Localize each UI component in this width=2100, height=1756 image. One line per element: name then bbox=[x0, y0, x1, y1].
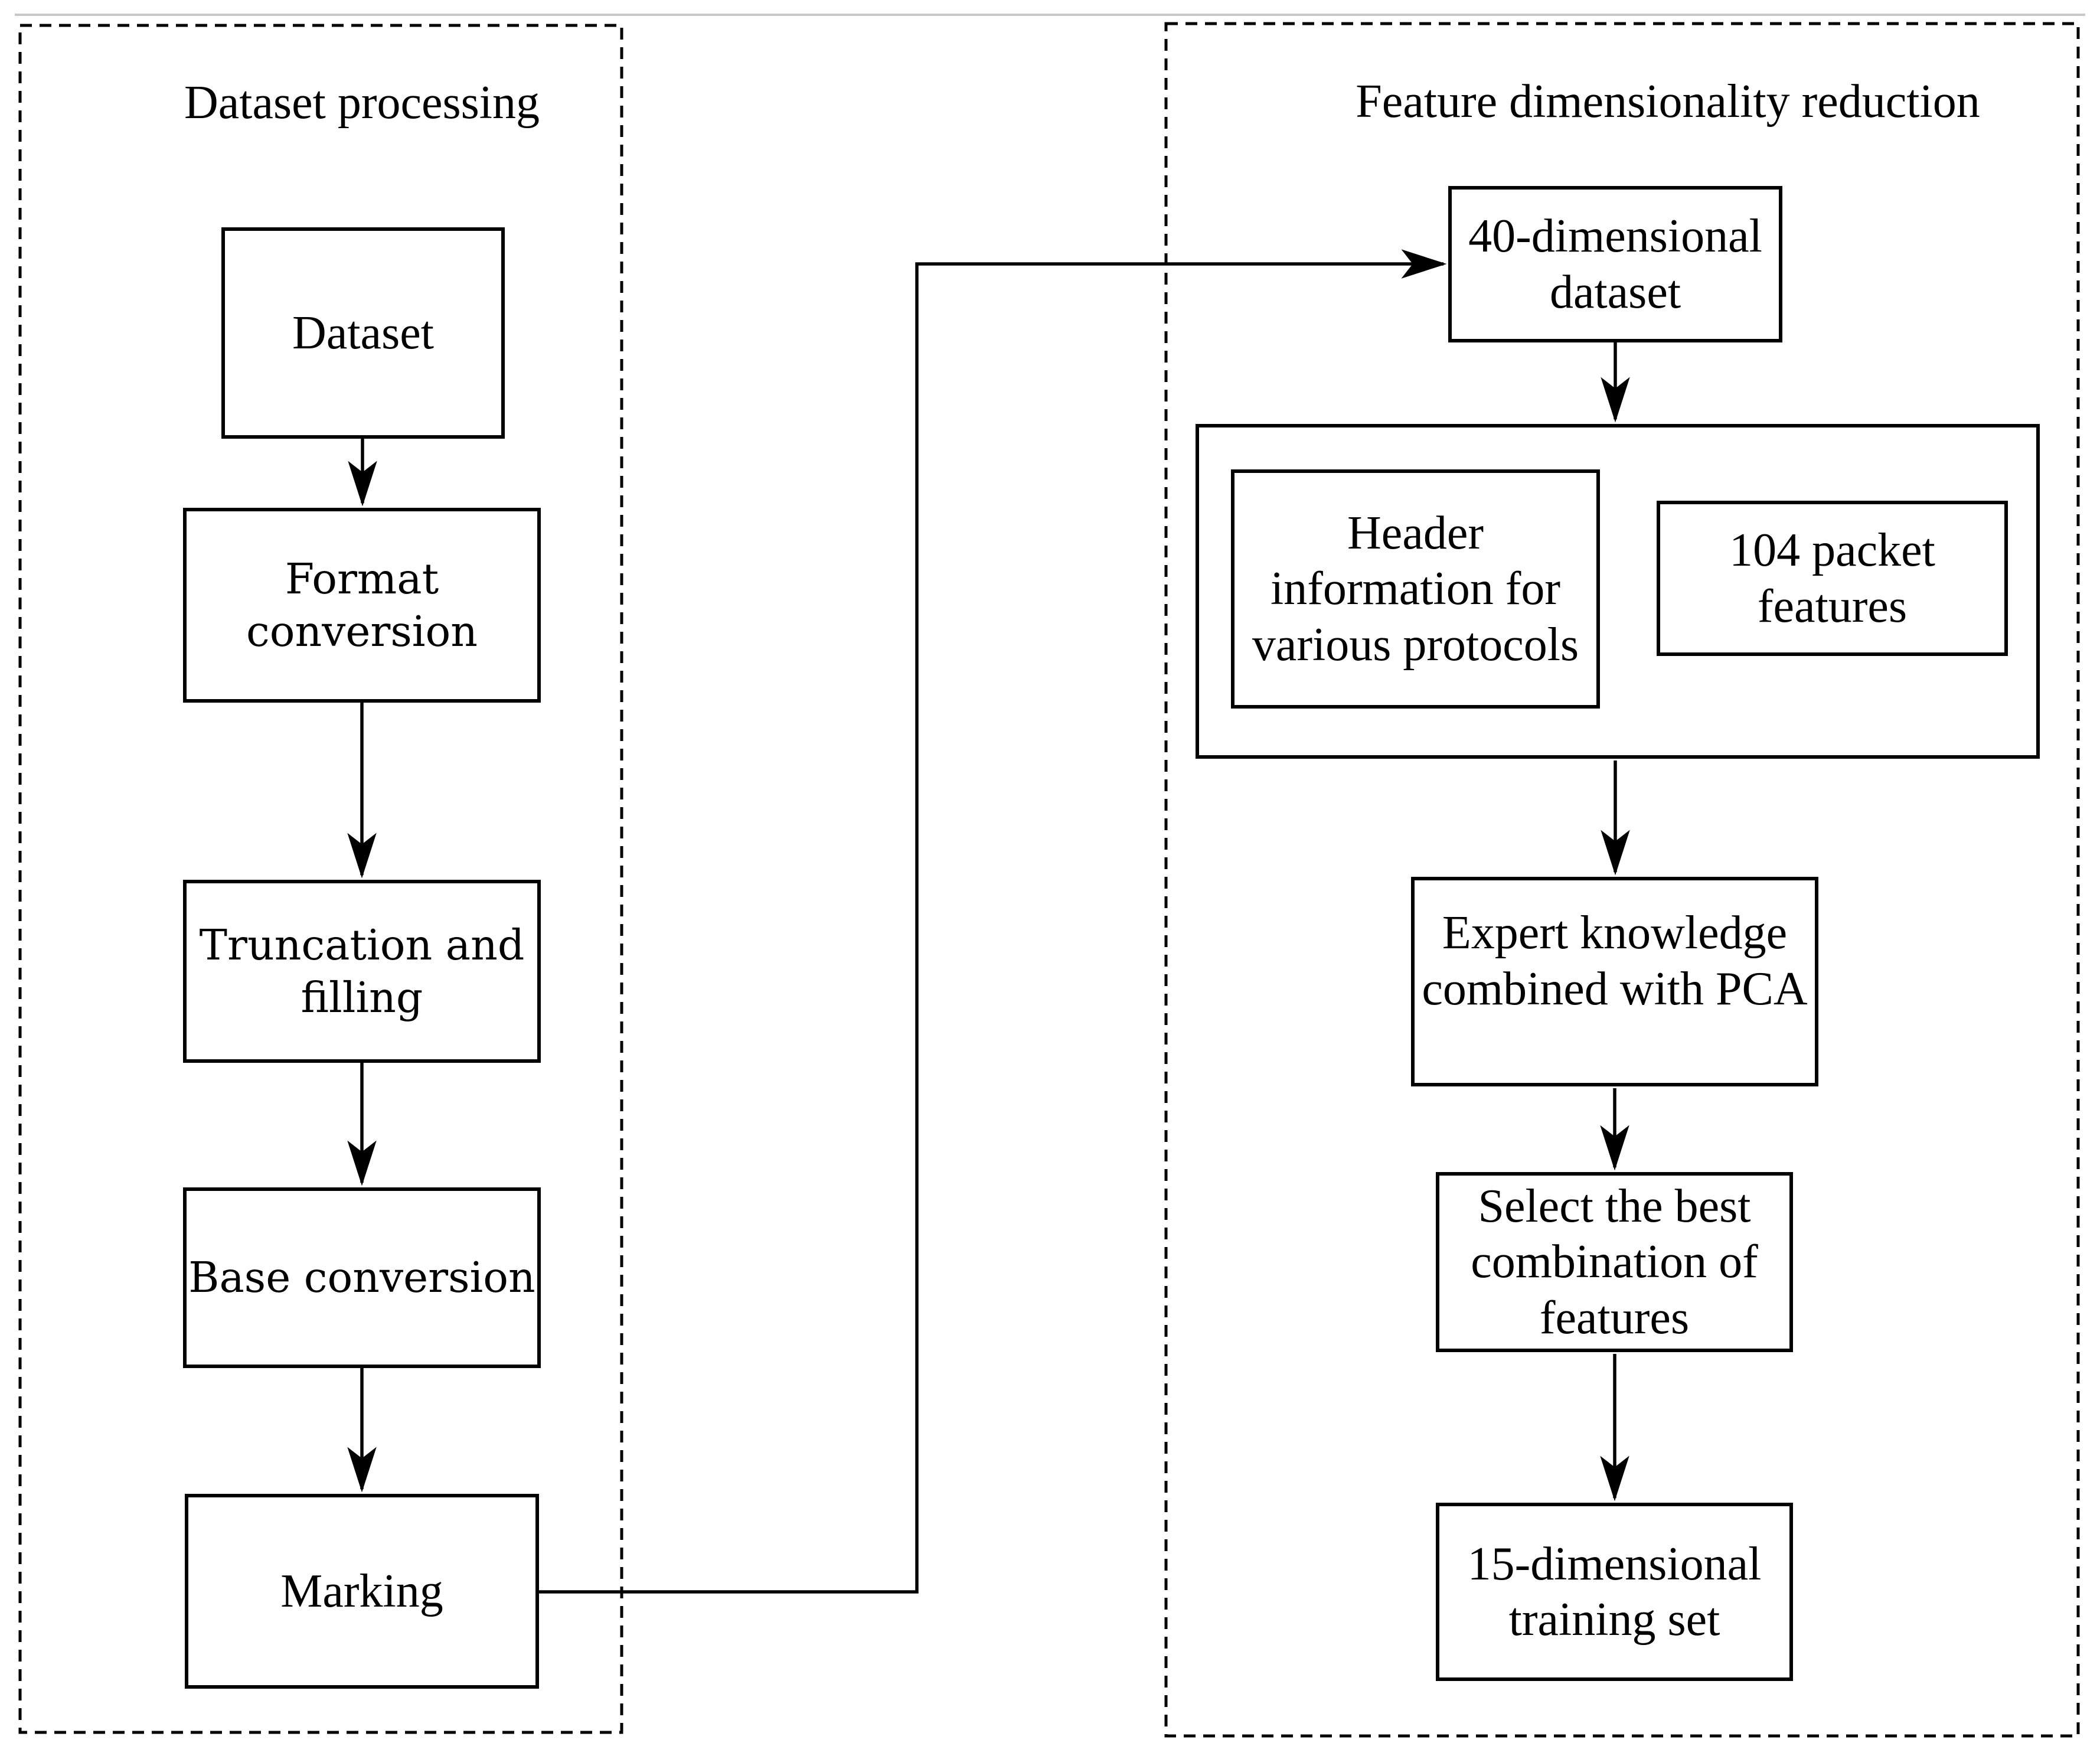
marking-to-40d-connector bbox=[539, 249, 1447, 1594]
flow-box-truncation-filling: Truncation and filling bbox=[183, 880, 541, 1063]
left-panel-title: Dataset processing bbox=[184, 77, 540, 129]
flow-box-select-best: Select the best combination of features bbox=[1436, 1172, 1793, 1352]
flow-box-label: Base conversion bbox=[188, 1253, 535, 1303]
feature-reduction-panel-border bbox=[1164, 22, 2080, 1738]
flow-box-dataset: Dataset bbox=[221, 227, 505, 439]
flow-box-label: Format conversion bbox=[246, 554, 478, 656]
flow-box-label: Select the best combination of features bbox=[1471, 1180, 1758, 1344]
flow-box-label: Header information for various protocols bbox=[1252, 507, 1579, 671]
flow-box-label: Marking bbox=[280, 1565, 443, 1617]
flow-box-expert-pca: Expert knowledge combined with PCA bbox=[1411, 877, 1818, 1086]
flow-box-marking: Marking bbox=[185, 1494, 539, 1689]
flow-box-label: 40-dimensional dataset bbox=[1468, 210, 1762, 318]
flow-box-header-info: Header information for various protocols bbox=[1231, 469, 1600, 709]
flow-box-label: Expert knowledge combined with PCA bbox=[1422, 907, 1808, 1015]
flow-box-40d-dataset: 40-dimensional dataset bbox=[1448, 186, 1782, 342]
flow-box-label: Truncation and filling bbox=[199, 920, 525, 1022]
right-panel-title: Feature dimensionality reduction bbox=[1356, 76, 1980, 128]
flow-box-label: Dataset bbox=[292, 306, 434, 359]
flow-box-label: 15-dimensional training set bbox=[1467, 1538, 1762, 1646]
flow-box-base-conversion: Base conversion bbox=[183, 1187, 541, 1368]
flow-box-15d-training-set: 15-dimensional training set bbox=[1436, 1503, 1793, 1681]
flow-box-label: 104 packet features bbox=[1729, 524, 1935, 632]
flow-box-format-conversion: Format conversion bbox=[183, 508, 541, 703]
dataset-processing-panel-border bbox=[18, 24, 623, 1734]
flow-box-packet-features: 104 packet features bbox=[1657, 501, 2008, 656]
